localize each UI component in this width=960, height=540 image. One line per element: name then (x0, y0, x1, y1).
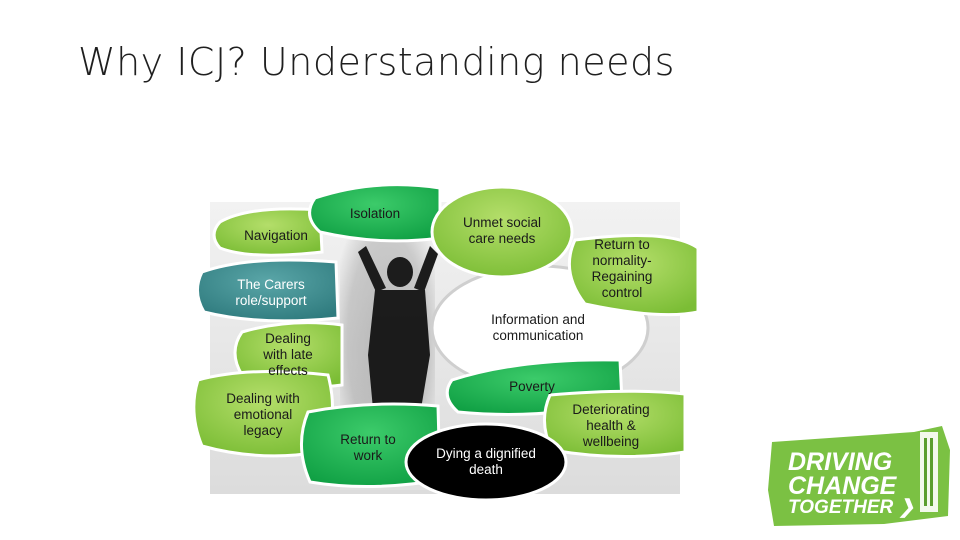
emotional-legacy-label: Dealing with emotional legacy (226, 391, 300, 438)
unmet-social-care-label: Unmet social care needs (462, 215, 542, 246)
driving-change-together-logo: DRIVING CHANGE TOGETHER ❯ (764, 420, 954, 530)
navigation-bubble (212, 207, 324, 257)
poverty-label: Poverty (509, 379, 555, 394)
unmet-social-care-bubble (430, 185, 574, 279)
deteriorating-health-label: Deteriorating health & wellbeing (572, 402, 650, 449)
logo-background (768, 426, 950, 526)
center-label: Information and communication (491, 312, 585, 343)
isolation-bubble (308, 183, 442, 243)
dignified-death-label: Dying a dignified death (436, 446, 536, 477)
logo-line-2: CHANGE (788, 472, 897, 500)
carers-role-label: The Carers role/support (235, 277, 307, 308)
return-to-work-label: Return to work (340, 432, 396, 463)
carers-role-bubble (196, 258, 340, 323)
logo-line-1: DRIVING (788, 448, 893, 476)
return-to-normality-bubble (567, 234, 700, 317)
dignified-death-bubble (404, 422, 568, 502)
return-to-normality-label: Return to normality- Regaining control (591, 237, 653, 300)
needs-diagram-shapes (192, 183, 700, 502)
needs-diagram: Information and communication Navigation… (190, 180, 700, 510)
logo-line-3: TOGETHER ❯ (788, 497, 915, 518)
macmillan-tagline-mark (920, 432, 938, 512)
isolation-label: Isolation (349, 206, 401, 221)
deteriorating-health-bubble (543, 389, 687, 459)
navigation-label: Navigation (244, 228, 308, 243)
late-effects-label: Dealing with late effects (263, 331, 313, 378)
slide-title: Why ICJ? Understanding needs (78, 40, 675, 84)
